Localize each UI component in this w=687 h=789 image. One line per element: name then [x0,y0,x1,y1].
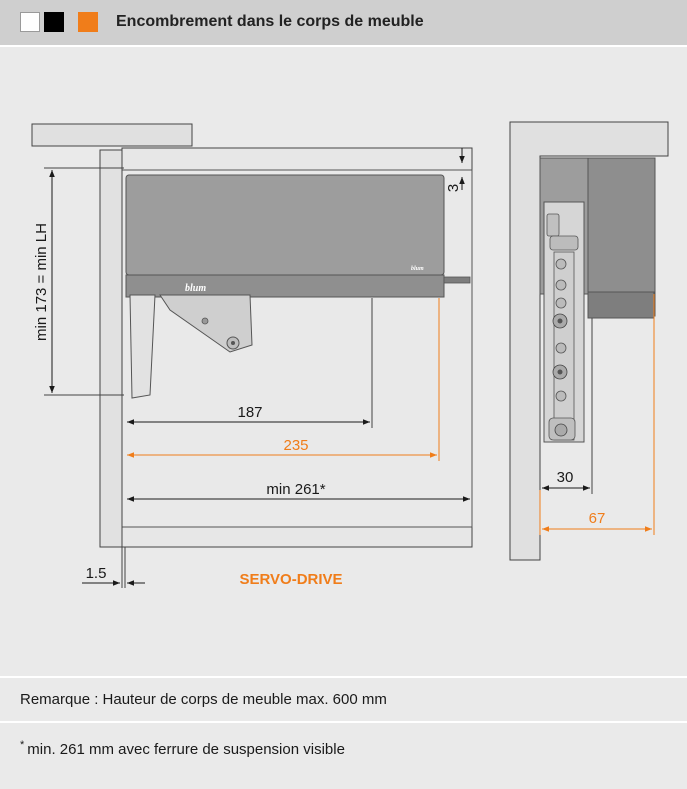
footnote-row: *min. 261 mm avec ferrure de suspension … [0,721,687,765]
top-panel [31,123,193,147]
blum-logo-small: blum [411,266,424,272]
orange-swatch [78,12,98,32]
servo-housing-lower [125,274,445,298]
white-swatch [20,12,40,32]
dim-height-label: min 173 = min LH [33,223,50,341]
product-label: SERVO-DRIVE [239,571,342,588]
lift-arm [129,294,253,399]
dim-top-gap-label: 3 [445,184,462,192]
cabinet-section [509,121,669,561]
front-panel [99,149,123,548]
section-header: Encombrement dans le corps de meuble [0,0,687,47]
dim-187-label: 187 [237,404,262,421]
servo-rod [443,276,471,284]
blum-logo: blum [185,283,206,294]
section-title: Encombrement dans le corps de meuble [116,13,424,30]
dim-30-label: 30 [557,469,574,486]
dim-235-label: 235 [283,437,308,454]
installation-diagram: blum blum min 173 = min LH 3 187 235 min… [31,121,669,588]
footnote-text: min. 261 mm avec ferrure de suspension v… [27,741,345,758]
footnote-mark: * [20,739,25,751]
side-view: blum blum min 173 = min LH 3 187 235 min… [31,123,473,588]
servo-housing [125,174,445,276]
remark-note: Remarque : Hauteur de corps de meuble ma… [0,676,687,720]
dim-1-5-label: 1.5 [86,565,107,582]
dim-261-label: min 261* [266,481,325,498]
mechanism-column [543,201,585,443]
black-swatch [44,12,64,32]
dim-67-label: 67 [589,510,606,527]
front-view: 30 67 [509,121,669,561]
